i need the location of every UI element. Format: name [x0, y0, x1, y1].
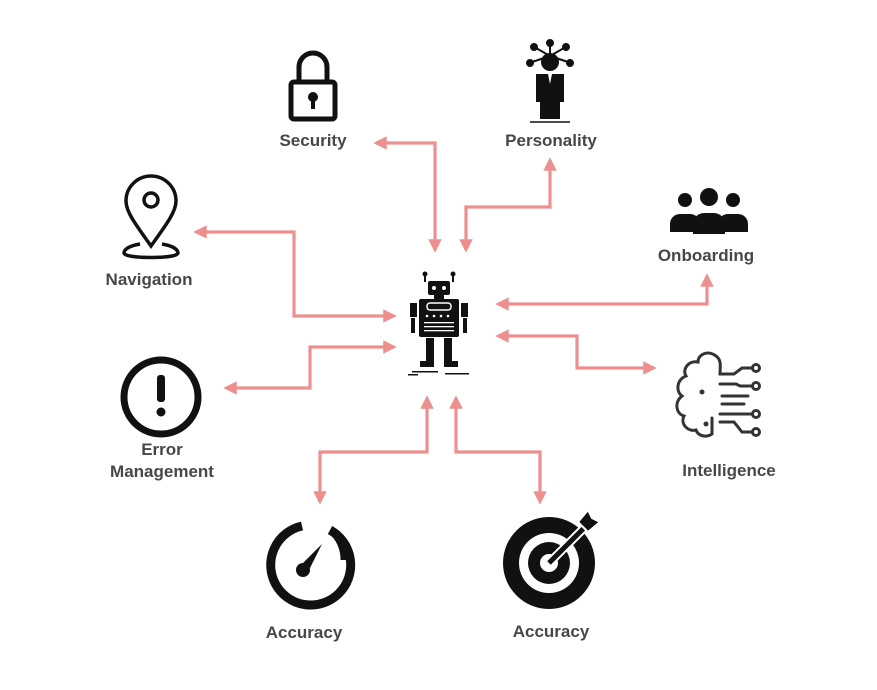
exclamation-circle-icon: [120, 356, 202, 438]
padlock-icon: [288, 50, 338, 122]
group-icon: [670, 188, 748, 234]
node-label-onboarding: Onboarding: [657, 246, 755, 265]
connector-security: [373, 136, 442, 253]
node-label-security: Security: [279, 131, 347, 150]
connector-intelligence: [495, 329, 657, 375]
node-label-personality: Personality: [505, 131, 597, 150]
connector-personality: [459, 157, 557, 253]
gauge-icon: [266, 521, 356, 610]
target-icon: [503, 508, 602, 609]
node-label-error-line1: Error: [141, 440, 183, 459]
node-label-navigation: Navigation: [105, 270, 193, 289]
node-label-error-management: Error Management: [110, 439, 214, 483]
connector-error: [223, 340, 397, 395]
connector-accuracy-gauge: [313, 395, 434, 505]
node-label-error-line2: Management: [110, 462, 214, 481]
map-pin-icon: [122, 174, 180, 260]
node-label-accuracy-gauge: Accuracy: [265, 623, 343, 642]
node-label-accuracy-target: Accuracy: [512, 622, 590, 641]
brain-circuit-icon: [675, 351, 761, 438]
connector-onboarding: [495, 273, 714, 311]
node-label-intelligence: Intelligence: [682, 461, 776, 480]
connector-accuracy-target: [449, 395, 547, 505]
connector-navigation: [193, 225, 397, 323]
person-network-icon: [526, 39, 574, 123]
robot-icon: [408, 271, 469, 376]
